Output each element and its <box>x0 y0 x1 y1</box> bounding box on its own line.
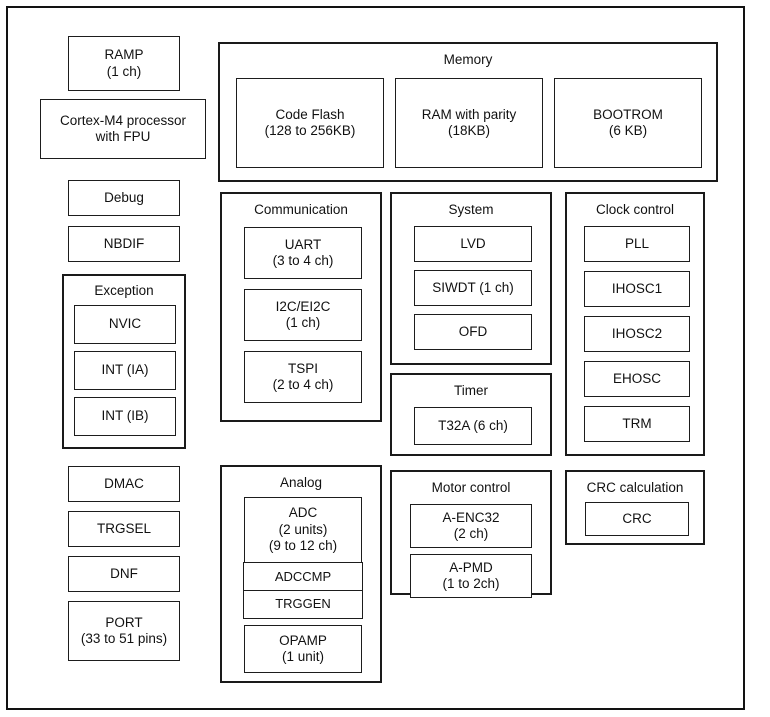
block-ehosc: EHOSC <box>584 361 690 397</box>
block-t32a-line1: T32A (6 ch) <box>438 417 508 433</box>
group-timer-title: Timer <box>454 383 488 398</box>
block-lvd-line1: LVD <box>460 235 486 251</box>
block-trggen-label: TRGGEN <box>275 596 331 612</box>
block-nbdif: NBDIF <box>68 226 180 262</box>
block-adc-line2: (2 units) <box>278 521 328 537</box>
group-analog: Analog ADC (2 units) (9 to 12 ch) ADCCMP… <box>220 465 382 683</box>
block-int-ib-line1: INT (IB) <box>101 408 149 424</box>
block-uart-line1: UART <box>284 236 322 252</box>
group-clock-control: Clock control PLL IHOSC1 IHOSC2 EHOSC TR… <box>565 192 705 456</box>
block-i2c-ei2c: I2C/EI2C (1 ch) <box>244 289 362 341</box>
block-ram-with-parity-line2: (18KB) <box>447 123 491 138</box>
block-a-enc32-line1: A-ENC32 <box>442 509 500 525</box>
block-code-flash-line1: Code Flash <box>275 106 345 122</box>
block-adccmp: ADCCMP <box>243 562 363 592</box>
block-a-pmd-line2: (1 to 2ch) <box>442 576 500 591</box>
block-siwdt: SIWDT (1 ch) <box>414 270 532 306</box>
block-bootrom: BOOTROM (6 KB) <box>554 78 702 168</box>
group-memory: Memory Code Flash (128 to 256KB) RAM wit… <box>218 42 718 182</box>
group-communication-title: Communication <box>254 202 348 217</box>
block-ramp: RAMP (1 ch) <box>68 36 180 91</box>
block-trgsel: TRGSEL <box>68 511 180 547</box>
block-port-line1: PORT <box>105 614 143 630</box>
block-lvd: LVD <box>414 226 532 262</box>
block-a-enc32: A-ENC32 (2 ch) <box>410 504 532 548</box>
block-dnf-line1: DNF <box>110 565 138 581</box>
block-cortex-m4-line1: Cortex-M4 processor <box>59 112 187 128</box>
group-memory-title: Memory <box>443 52 493 67</box>
block-ram-with-parity: RAM with parity (18KB) <box>395 78 543 168</box>
block-code-flash-line2: (128 to 256KB) <box>264 123 356 138</box>
group-communication: Communication UART (3 to 4 ch) I2C/EI2C … <box>220 192 382 422</box>
block-int-ia-line1: INT (IA) <box>101 362 149 378</box>
group-exception: Exception NVIC INT (IA) INT (IB) <box>62 274 186 449</box>
block-trm: TRM <box>584 406 690 442</box>
block-int-ib: INT (IB) <box>74 397 176 436</box>
block-ramp-line1: RAMP <box>104 47 144 62</box>
block-nvic-line1: NVIC <box>108 316 142 332</box>
block-adc-line3: (9 to 12 ch) <box>268 538 338 554</box>
block-port: PORT (33 to 51 pins) <box>68 601 180 661</box>
block-a-pmd: A-PMD (1 to 2ch) <box>410 554 532 598</box>
block-uart: UART (3 to 4 ch) <box>244 227 362 279</box>
block-code-flash: Code Flash (128 to 256KB) <box>236 78 384 168</box>
block-trggen: TRGGEN <box>243 589 363 619</box>
block-debug-line1: Debug <box>104 189 144 205</box>
block-tspi-line1: TSPI <box>287 360 318 376</box>
block-dmac: DMAC <box>68 466 180 502</box>
block-ihosc1-line1: IHOSC1 <box>611 280 663 296</box>
block-tspi-line2: (2 to 4 ch) <box>272 377 334 392</box>
block-ofd-line1: OFD <box>458 323 488 339</box>
block-uart-line2: (3 to 4 ch) <box>272 253 334 268</box>
block-crc: CRC <box>585 502 689 536</box>
block-ihosc2-line1: IHOSC2 <box>611 325 663 341</box>
block-pll-line1: PLL <box>624 235 650 251</box>
block-ihosc1: IHOSC1 <box>584 271 690 307</box>
block-bootrom-line1: BOOTROM <box>593 106 663 122</box>
group-system: System LVD SIWDT (1 ch) OFD <box>390 192 552 365</box>
block-opamp: OPAMP (1 unit) <box>244 625 362 673</box>
block-ramp-line2: (1 ch) <box>106 63 142 79</box>
block-a-enc32-line2: (2 ch) <box>453 526 489 541</box>
group-clock-control-title: Clock control <box>595 202 675 217</box>
block-tspi: TSPI (2 to 4 ch) <box>244 351 362 403</box>
block-siwdt-line1: SIWDT (1 ch) <box>432 279 514 295</box>
block-nbdif-line1: NBDIF <box>103 235 145 251</box>
group-crc-calculation: CRC calculation CRC <box>565 470 705 545</box>
block-i2c-ei2c-line2: (1 ch) <box>285 315 321 330</box>
block-debug: Debug <box>68 180 180 216</box>
group-crc-calculation-title: CRC calculation <box>586 480 684 495</box>
group-exception-title: Exception <box>94 283 154 298</box>
block-port-line2: (33 to 51 pins) <box>80 631 168 646</box>
block-t32a: T32A (6 ch) <box>414 407 532 445</box>
block-ehosc-line1: EHOSC <box>612 370 661 386</box>
block-dnf: DNF <box>68 556 180 592</box>
block-opamp-line1: OPAMP <box>279 632 327 648</box>
group-motor-control-title: Motor control <box>431 480 511 495</box>
block-opamp-line2: (1 unit) <box>281 649 325 664</box>
block-cortex-m4: Cortex-M4 processor with FPU <box>40 99 206 159</box>
block-cortex-m4-line2: with FPU <box>95 129 151 144</box>
block-ihosc2: IHOSC2 <box>584 316 690 352</box>
block-dmac-line1: DMAC <box>104 475 144 491</box>
block-adc-line1: ADC <box>288 505 318 521</box>
block-int-ia: INT (IA) <box>74 351 176 390</box>
block-i2c-ei2c-line1: I2C/EI2C <box>275 298 331 314</box>
block-adc: ADC (2 units) (9 to 12 ch) ADCCMP TRGGEN <box>243 497 363 619</box>
group-analog-title: Analog <box>279 475 323 490</box>
block-adccmp-label: ADCCMP <box>274 568 332 584</box>
block-crc-line1: CRC <box>622 510 652 526</box>
group-system-title: System <box>448 202 494 217</box>
block-trm-line1: TRM <box>622 415 652 431</box>
block-a-pmd-line1: A-PMD <box>449 559 493 575</box>
group-motor-control: Motor control A-ENC32 (2 ch) A-PMD (1 to… <box>390 470 552 598</box>
block-trgsel-line1: TRGSEL <box>96 520 151 536</box>
block-ofd: OFD <box>414 314 532 350</box>
block-pll: PLL <box>584 226 690 262</box>
block-nvic: NVIC <box>74 305 176 344</box>
group-timer: Timer T32A (6 ch) <box>390 373 552 456</box>
block-bootrom-line2: (6 KB) <box>608 123 648 138</box>
block-ram-with-parity-line1: RAM with parity <box>421 106 517 122</box>
